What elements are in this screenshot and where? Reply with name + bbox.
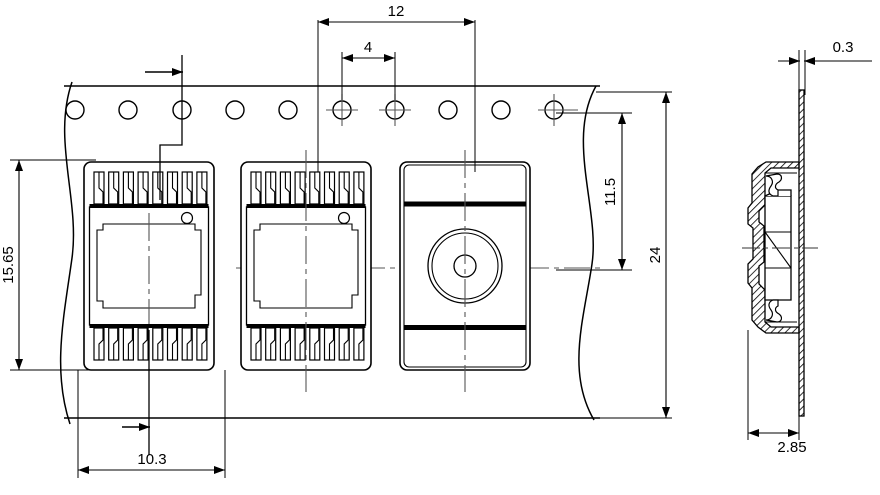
component-section (764, 189, 792, 301)
sprocket-hole (438, 100, 458, 120)
sprocket-hole (278, 100, 298, 120)
dimension-10-3-label: 10.3 (137, 451, 166, 468)
flange-lines (765, 172, 797, 323)
lead-section-bottom (765, 299, 783, 323)
dimension-10-3: 10.3 (77, 370, 226, 478)
sprocket-hole (118, 100, 138, 120)
pocket-centerlines (148, 150, 466, 392)
dimension-24: 24 (596, 91, 672, 419)
cover-tape-strip (798, 89, 805, 417)
sprocket-hole (379, 94, 411, 126)
dimension-12-label: 12 (388, 3, 405, 20)
dimension-4: 4 (341, 39, 396, 100)
index-leader-top (145, 55, 183, 200)
lead-section-top (765, 173, 783, 197)
dimension-15-65-label: 15.65 (0, 246, 17, 284)
component-body-lines (764, 231, 792, 269)
sprocket-hole (491, 100, 511, 120)
dimension-11-5: 11.5 (556, 112, 632, 271)
dimension-15-65: 15.65 (0, 159, 96, 371)
sprocket-hole (65, 100, 85, 120)
break-line-left (59, 81, 75, 425)
dimension-11-5-label: 11.5 (602, 178, 619, 206)
dimension-2-85-label: 2.85 (777, 439, 806, 456)
dimension-0-3-label: 0.3 (833, 39, 854, 56)
index-leader-bottom (122, 330, 150, 455)
dimension-4-label: 4 (364, 39, 372, 56)
dimension-0-3: 0.3 (778, 39, 872, 95)
pocket-wall-section (747, 161, 800, 334)
section-view (742, 89, 818, 417)
dimension-2-85: 2.85 (747, 330, 807, 456)
plan-view (59, 81, 600, 425)
dimension-12: 12 (317, 3, 476, 172)
sprocket-hole (225, 100, 245, 120)
dimension-24-label: 24 (647, 247, 664, 264)
tape-outline (64, 85, 600, 419)
break-line-right (578, 85, 597, 421)
sprocket-hole-row (65, 94, 578, 126)
sprocket-hole (538, 94, 578, 126)
